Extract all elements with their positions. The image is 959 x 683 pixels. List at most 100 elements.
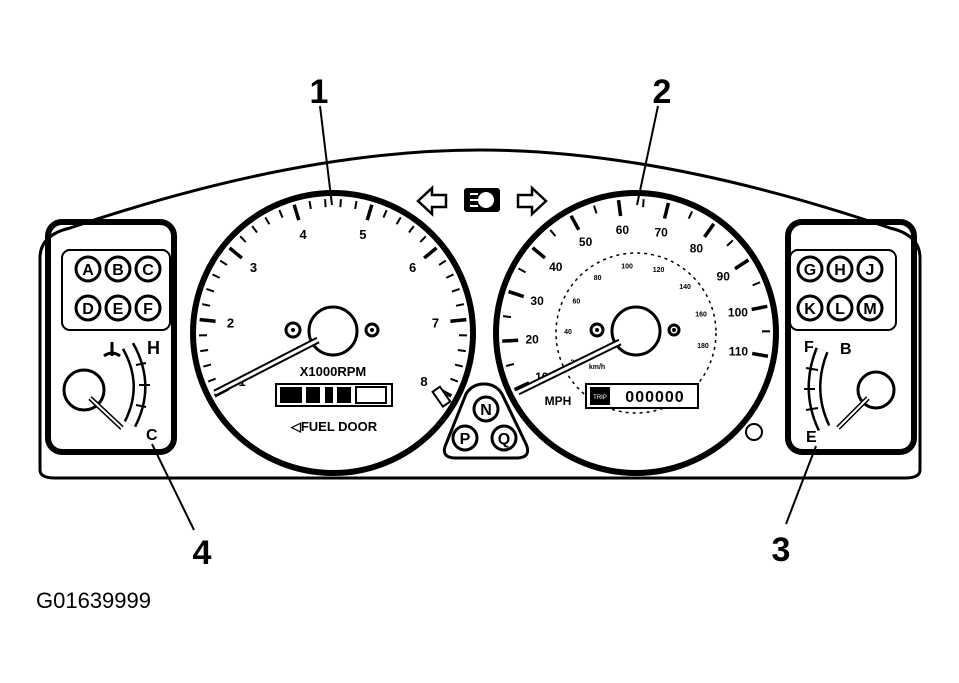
tach-tick [251, 225, 258, 234]
mph-tick [549, 229, 557, 237]
left-panel-lamp [104, 255, 132, 283]
mph-tick [569, 214, 581, 231]
tach-tick [264, 216, 271, 225]
kmh-label: 160 [695, 311, 707, 318]
mph-label: 70 [654, 225, 668, 239]
tach-warning-lamp-left [284, 321, 302, 339]
tach-tick [423, 246, 438, 260]
mph-tick [703, 222, 716, 238]
callout-2-leader [636, 105, 659, 206]
right-panel-lamp [856, 294, 884, 322]
tach-tick [199, 317, 216, 323]
temp-high-label: H [147, 338, 160, 358]
mph-label: 30 [530, 294, 544, 308]
left-panel-lamp [104, 294, 132, 322]
mph-tick [751, 304, 768, 312]
tach-tick [206, 287, 215, 293]
left-panel-lamp-label: D [82, 301, 94, 318]
mph-tick [502, 338, 519, 343]
mph-tick [505, 363, 515, 367]
odometer-trip-label: TRIP [593, 395, 607, 401]
right-lamp-box [789, 249, 897, 331]
temp-low-label: C [146, 427, 158, 444]
center-lamp [451, 424, 479, 452]
tach-label: 3 [250, 260, 257, 275]
left-panel-lamp-label: A [82, 262, 94, 279]
tach-tick [395, 216, 402, 225]
tach-tick [419, 235, 427, 243]
tach-tick [382, 209, 388, 218]
tach-tick [207, 377, 216, 383]
tach-tick [203, 363, 212, 368]
right-panel-lamp [796, 294, 824, 322]
center-lamp [490, 424, 518, 452]
kmh-unit-label: km/h [589, 364, 605, 371]
mph-tick [752, 281, 761, 287]
right-panel-lamp-label: H [834, 262, 846, 279]
callout-4-leader [151, 443, 195, 531]
right-panel-lamp-label: L [835, 301, 845, 318]
tach-lcd-display [275, 383, 393, 407]
tach-tick [438, 259, 447, 266]
mph-label: 60 [616, 223, 630, 237]
right-panel-lamp [826, 294, 854, 322]
mph-tick [751, 351, 769, 358]
odometer-digits: 000000 [625, 389, 684, 406]
tach-tick [278, 209, 284, 218]
left-lamp-box [61, 249, 171, 331]
tach-tick [454, 363, 463, 368]
tach-tick [212, 273, 221, 279]
left-panel-lamp-label: C [142, 262, 154, 279]
mph-label: 110 [729, 344, 749, 358]
right-panel [785, 219, 917, 455]
tach-label: 7 [432, 315, 439, 330]
tach-tick [457, 349, 466, 353]
left-panel-lamp-label: B [112, 262, 124, 279]
right-panel-lamp-label: M [863, 301, 876, 318]
tach-label: 4 [300, 227, 308, 242]
kmh-label: 80 [594, 275, 602, 282]
tach-label: 8 [420, 374, 427, 389]
callout-4: 4 [193, 534, 212, 572]
callout-1: 1 [310, 73, 329, 111]
left-panel-lamp-label: F [143, 301, 153, 318]
mph-tick [508, 289, 525, 299]
speed-warning-lamp-left [589, 322, 605, 338]
kmh-inner-scale [555, 252, 717, 414]
tach-tick [451, 287, 460, 293]
left-panel-lamp [134, 255, 162, 283]
tach-tick [354, 200, 358, 210]
tach-label: 5 [359, 227, 366, 242]
callout-2: 2 [653, 73, 672, 111]
tach-tick [200, 349, 209, 353]
mph-label: 80 [690, 242, 704, 256]
kmh-label: 40 [564, 329, 572, 336]
callout-1-leader [319, 105, 333, 206]
tach-hub [307, 305, 359, 357]
center-lamp-label: P [460, 431, 471, 448]
tach-tick [455, 303, 465, 307]
fuel-empty-label: E [806, 429, 817, 446]
cluster-housing [38, 148, 922, 480]
tach-tick [365, 204, 374, 221]
left-panel-lamp-label: E [113, 301, 124, 318]
center-lamp-label: Q [498, 431, 510, 448]
center-lamp-label: N [480, 402, 492, 419]
right-panel-lamp [856, 255, 884, 283]
tach-label: 2 [227, 315, 234, 330]
mph-tick [593, 205, 598, 214]
kmh-label: 140 [679, 284, 691, 291]
left-panel [45, 219, 177, 455]
mph-tick [616, 199, 623, 217]
tach-warning-lamp-right [364, 322, 380, 338]
tach-tick [219, 259, 228, 266]
tach-tick [450, 377, 459, 383]
mph-tick [531, 246, 547, 260]
tach-tick [201, 303, 211, 307]
left-panel-lamp [134, 294, 162, 322]
kmh-label: 60 [572, 298, 580, 305]
mph-label: 90 [717, 270, 731, 284]
right-panel-lamp-label: K [804, 301, 816, 318]
callout-3: 3 [772, 531, 791, 569]
figure-id: G01639999 [36, 588, 151, 613]
